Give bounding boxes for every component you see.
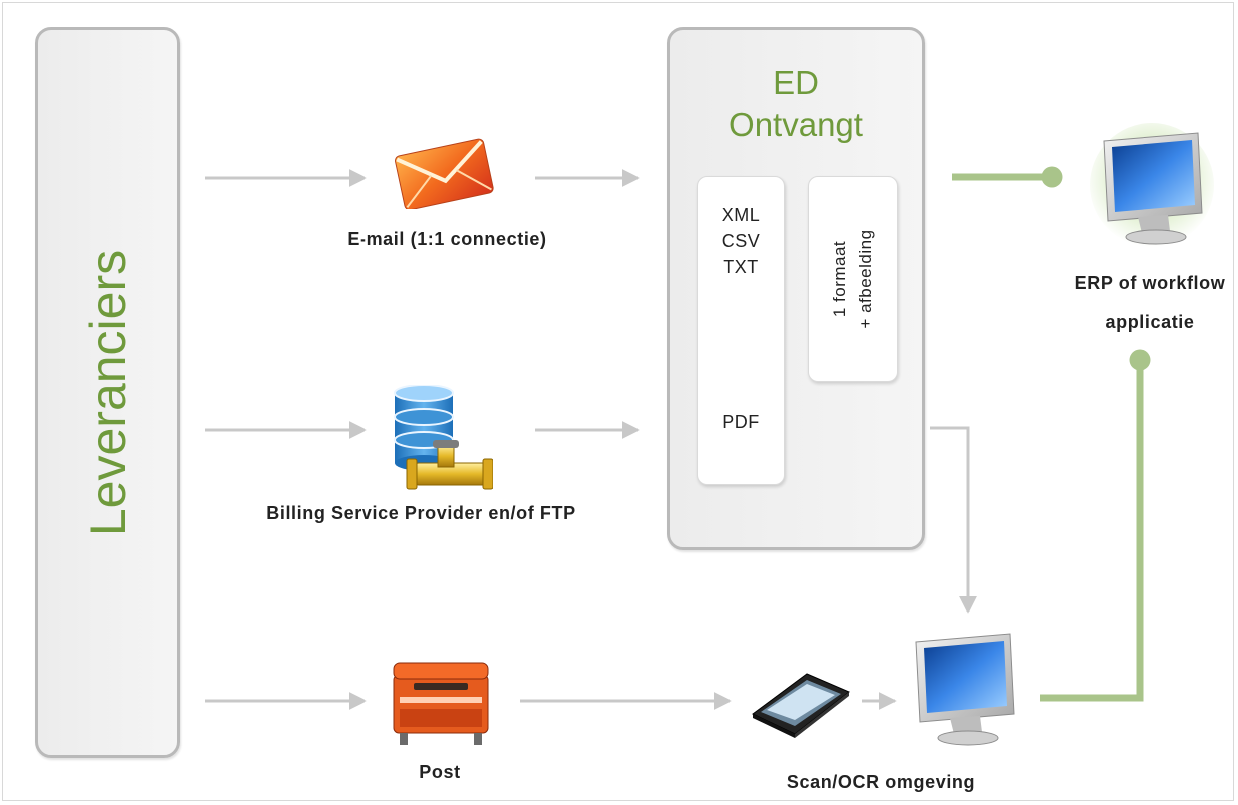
format-csv: CSV xyxy=(721,231,761,251)
erp-label-line2: applicatie xyxy=(1105,312,1195,332)
format-pdf: PDF xyxy=(722,412,760,432)
format-txt: TXT xyxy=(723,257,759,277)
arrow-scan-to-erp xyxy=(1040,349,1151,702)
database-icon xyxy=(394,385,493,490)
ed-receives-panel: ED Ontvangt XML CSV TXT PDF 1 formaat + … xyxy=(667,27,925,550)
erp-monitor-icon xyxy=(1090,123,1214,247)
format-note-box: 1 formaat + afbeelding xyxy=(808,176,898,382)
scanner-icon xyxy=(752,673,850,738)
ed-title-line2: Ontvangt xyxy=(729,106,863,143)
suppliers-panel: Leveranciers xyxy=(35,27,180,758)
arrow-ed-to-scan xyxy=(930,426,977,614)
scan-label: Scan/OCR omgeving xyxy=(786,772,976,792)
billing-label: Billing Service Provider en/of FTP xyxy=(266,503,576,523)
scan-monitor-icon xyxy=(915,633,1015,746)
post-label: Post xyxy=(419,762,461,782)
ed-title-line1: ED xyxy=(773,64,819,101)
erp-label-line1: ERP of workflow xyxy=(1074,273,1226,293)
envelope-icon xyxy=(395,138,494,209)
mailbox-icon xyxy=(393,662,489,745)
formats-box: XML CSV TXT PDF xyxy=(697,176,785,485)
email-label: E-mail (1:1 connectie) xyxy=(347,229,547,249)
format-xml: XML xyxy=(721,205,761,225)
